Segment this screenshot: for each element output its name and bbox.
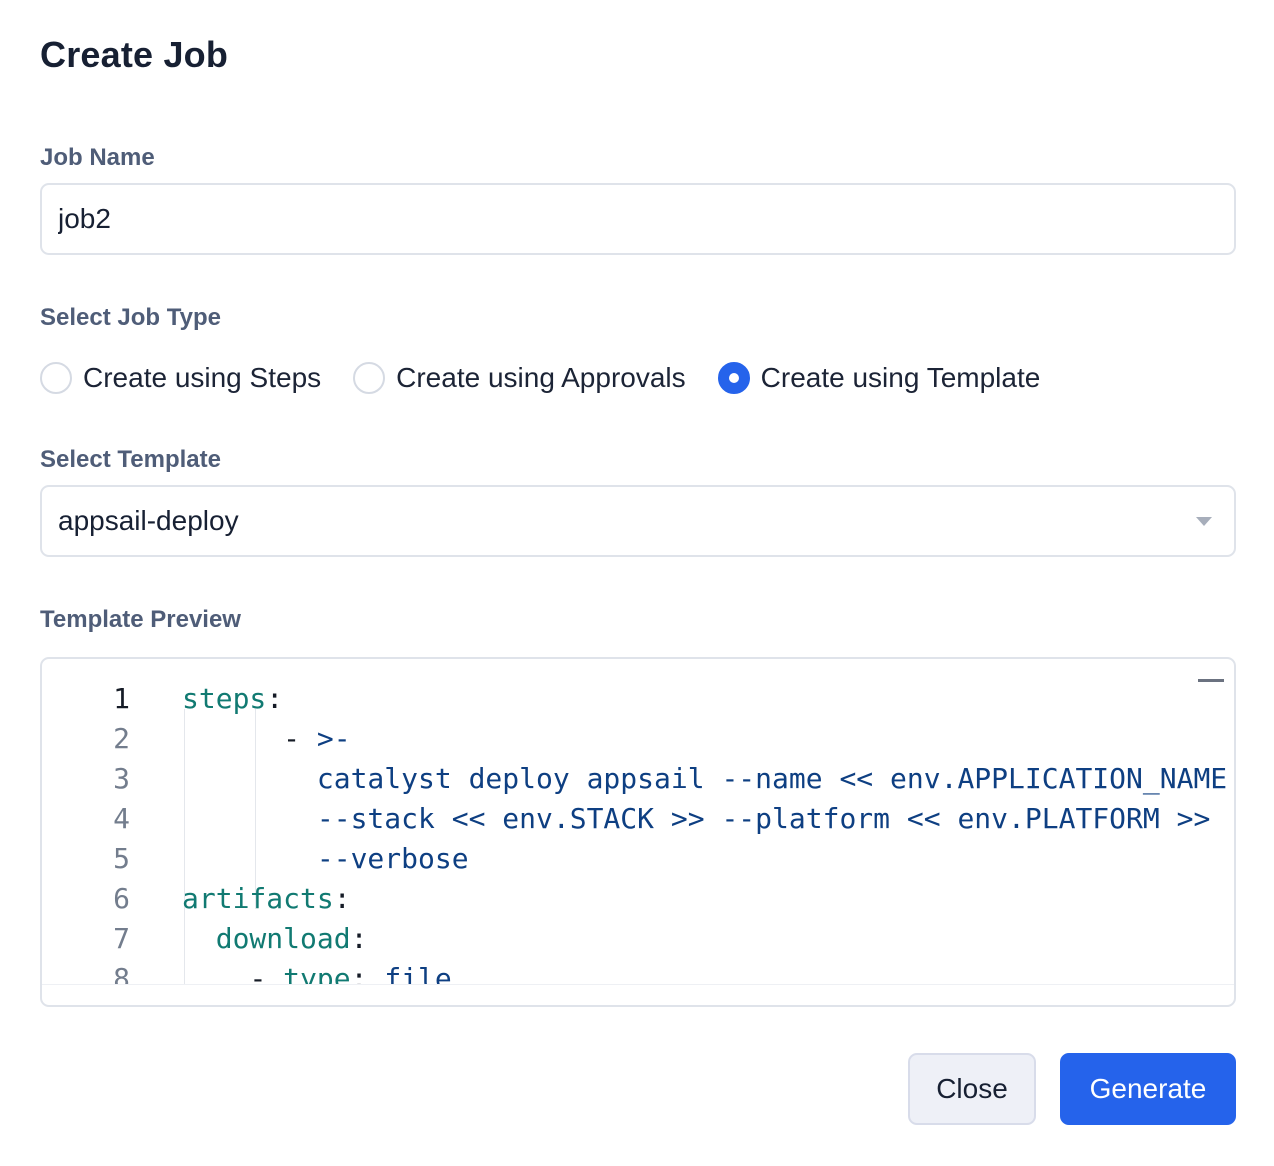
indent-guide (255, 709, 256, 909)
line-number: 5 (113, 842, 130, 875)
radio-steps-label[interactable]: Create using Steps (83, 362, 322, 393)
code-text: steps: (182, 679, 283, 719)
code-text: --stack << env.STACK >> --platform << en… (182, 799, 1210, 839)
job-name-input[interactable] (40, 183, 1236, 255)
yaml-punctuation: : (350, 962, 385, 985)
yaml-key: download (215, 922, 351, 955)
yaml-value: catalyst deploy appsail --name << env.AP… (316, 762, 1234, 795)
line-number: 3 (113, 762, 130, 795)
line-number: 2 (113, 722, 130, 755)
radio-template-label[interactable]: Create using Template (760, 362, 1041, 393)
code-line: 2 - >- (42, 719, 1234, 759)
job-type-label: Select Job Type (40, 304, 221, 331)
yaml-key: type (283, 962, 351, 985)
yaml-punctuation: : (266, 682, 284, 715)
template-select-value: appsail-deploy (58, 505, 239, 536)
yaml-value: file (384, 962, 452, 985)
generate-button[interactable]: Generate (1060, 1053, 1236, 1125)
line-number: 8 (113, 962, 130, 985)
radio-option-approvals[interactable]: Create using Approvals (353, 362, 686, 394)
radio-steps-circle[interactable] (40, 362, 72, 394)
radio-template-circle[interactable] (717, 362, 750, 394)
radio-option-template[interactable]: Create using Template (717, 362, 1041, 394)
code-line: 7 download: (42, 919, 1234, 959)
radio-approvals-circle[interactable] (353, 362, 386, 394)
code-text: download: (182, 919, 368, 959)
line-number: 1 (113, 682, 130, 715)
line-number: 7 (113, 922, 130, 955)
template-select[interactable]: appsail-deploy (40, 485, 1236, 557)
select-template-label: Select Template (40, 446, 221, 473)
yaml-dash: - (249, 962, 284, 985)
yaml-punctuation: : (350, 922, 368, 955)
code-line: 6 artifacts: (42, 879, 1234, 919)
code-text: - >- (182, 719, 351, 759)
code-line: 8 - type: file (42, 959, 1234, 985)
indent-guide (184, 709, 185, 909)
yaml-punctuation: : (333, 882, 351, 915)
yaml-key: artifacts (182, 882, 334, 915)
indent-guide (184, 909, 185, 984)
yaml-value: --stack << env.STACK >> --platform << en… (316, 802, 1211, 835)
line-number: 6 (113, 882, 130, 915)
code-line: 5 --verbose (42, 839, 1234, 879)
dialog-title: Create Job (40, 34, 229, 75)
radio-option-steps[interactable]: Create using Steps (40, 362, 321, 394)
code-text: - type: file (182, 959, 452, 985)
yaml-dash: - (283, 722, 317, 755)
chevron-down-icon[interactable] (1196, 516, 1212, 526)
code-text: catalyst deploy appsail --name << env.AP… (182, 759, 1234, 799)
radio-approvals-label[interactable]: Create using Approvals (396, 362, 686, 393)
close-button[interactable]: Close (908, 1053, 1036, 1125)
yaml-value: --verbose (316, 842, 469, 875)
yaml-value: >- (316, 722, 351, 755)
code-line: 4 --stack << env.STACK >> --platform << … (42, 799, 1234, 839)
yaml-key: steps (182, 682, 267, 715)
code-line: 1 steps: (42, 679, 1234, 719)
code-text: artifacts: (182, 879, 351, 919)
collapse-icon[interactable] (1198, 679, 1224, 682)
job-type-radio-group: Create using Steps Create using Approval… (40, 358, 1040, 398)
line-number: 4 (113, 802, 130, 835)
code-text: --verbose (182, 839, 469, 879)
code-line: 3 catalyst deploy appsail --name << env.… (42, 759, 1234, 799)
template-preview-label: Template Preview (40, 606, 241, 633)
job-name-label: Job Name (40, 144, 155, 171)
